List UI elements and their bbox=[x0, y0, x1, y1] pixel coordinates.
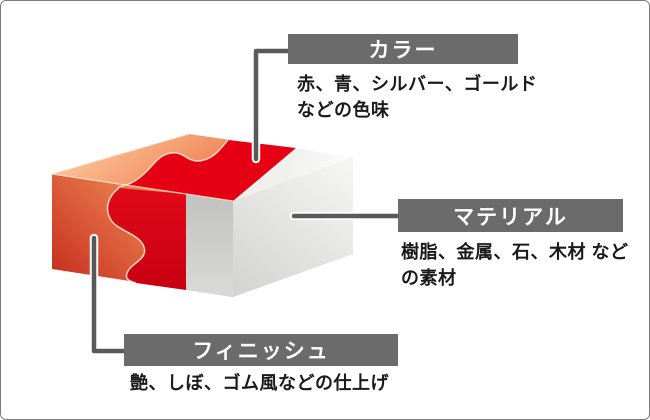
box-top-color-layer bbox=[118, 140, 296, 201]
material-description-line: の素材 bbox=[401, 268, 457, 288]
color-label: カラー bbox=[288, 34, 518, 64]
box-top-material-band bbox=[233, 148, 353, 201]
finish-label: フィニッシュ bbox=[124, 334, 398, 366]
connector-color-line bbox=[253, 48, 291, 162]
seam-highlight-top-wave bbox=[117, 139, 229, 188]
color-description-line: などの色味 bbox=[297, 100, 390, 120]
color-description-line: 赤、青、シルバー、ゴールド bbox=[297, 74, 538, 94]
seam-highlight-front-edge bbox=[51, 173, 234, 202]
seam-highlight-back-edge bbox=[51, 133, 190, 175]
connector-color-halo bbox=[251, 46, 293, 164]
material-description-line: 樹脂、金属、石、木材 など bbox=[401, 242, 629, 262]
connector-finish-line bbox=[91, 235, 127, 354]
box-left-color-layer bbox=[107, 188, 186, 290]
material-description: 樹脂、金属、石、木材 など の素材 bbox=[401, 239, 629, 291]
color-description: 赤、青、シルバー、ゴールド などの色味 bbox=[297, 71, 537, 123]
box-left-material-strip bbox=[186, 194, 233, 297]
seam-highlight-left-wave bbox=[106, 187, 146, 284]
finish-description: 艶、しぼ、ゴム風などの仕上げ bbox=[130, 370, 389, 396]
box-right-material-face bbox=[233, 158, 353, 297]
finish-description-line: 艶、しぼ、ゴム風などの仕上げ bbox=[130, 373, 389, 393]
material-label: マテリアル bbox=[398, 199, 623, 232]
